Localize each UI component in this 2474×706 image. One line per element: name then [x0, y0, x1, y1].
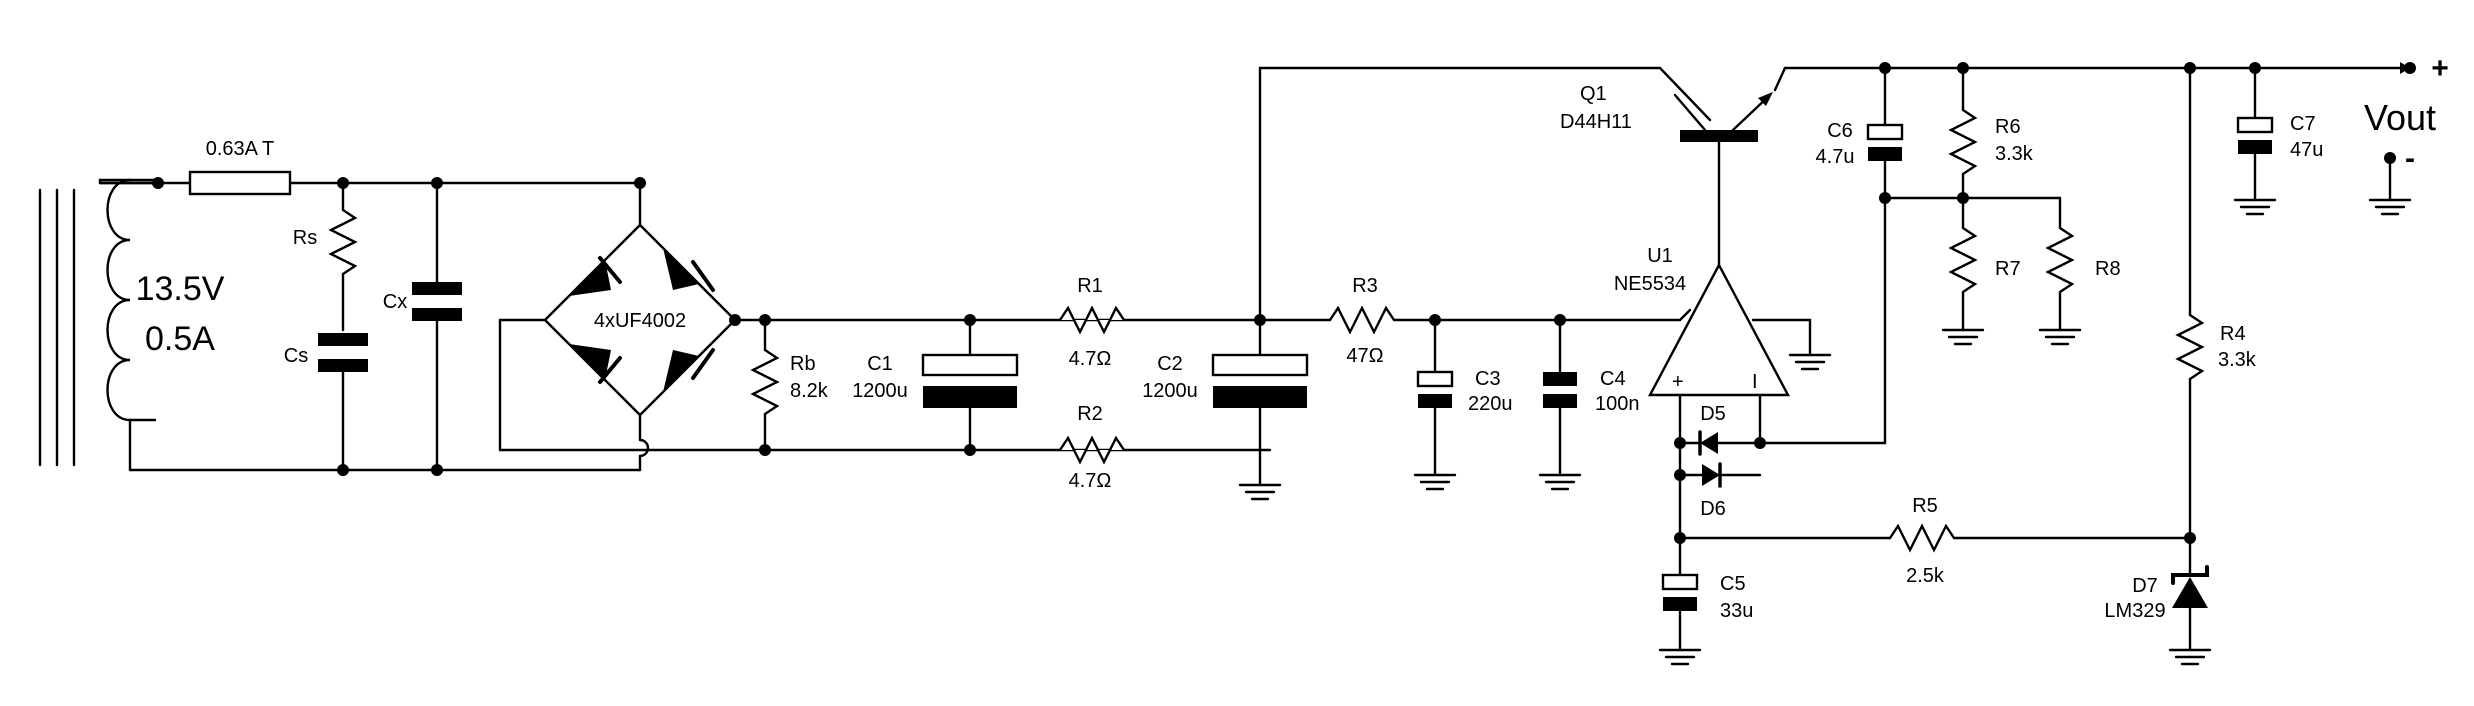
r3-name: R3 — [1352, 275, 1378, 297]
transformer-core — [38, 188, 76, 467]
output-minus: - — [2405, 142, 2415, 175]
r1-resistor — [1058, 305, 1126, 335]
c4-value: 100n — [1595, 393, 1640, 415]
r4-name: R4 — [2220, 323, 2246, 345]
c2-value: 1200u — [1142, 380, 1198, 402]
c3-value: 220u — [1468, 393, 1513, 415]
r1-name: R1 — [1077, 275, 1103, 297]
r8-name: R8 — [2095, 258, 2121, 280]
c2-capacitor — [1211, 314, 1309, 487]
rs-resistor — [328, 177, 358, 332]
rs-name: Rs — [293, 227, 317, 249]
bridge-label: 4xUF4002 — [594, 310, 686, 332]
c5-value: 33u — [1720, 600, 1753, 622]
q1-transistor — [1673, 66, 2412, 267]
r5-name: R5 — [1912, 495, 1938, 517]
r6-value: 3.3k — [1995, 143, 2034, 165]
c5-name: C5 — [1720, 573, 1746, 595]
r1-value: 4.7Ω — [1069, 348, 1112, 370]
c6-name: C6 — [1827, 120, 1853, 142]
fuse — [188, 170, 292, 196]
cs-name: Cs — [284, 345, 308, 367]
r5-value: 2.5k — [1906, 565, 1945, 587]
ground-symbol — [1238, 483, 1282, 501]
c5-capacitor — [1658, 532, 1702, 666]
d5-name: D5 — [1700, 403, 1726, 425]
c7-capacitor — [2233, 62, 2277, 216]
c4-capacitor — [1538, 314, 1582, 491]
bridge-rectifier — [498, 177, 1272, 472]
c2-name: C2 — [1157, 353, 1183, 375]
r6-name: R6 — [1995, 116, 2021, 138]
cs-capacitor — [318, 333, 368, 476]
r2-value: 4.7Ω — [1069, 470, 1112, 492]
cx-capacitor — [412, 177, 462, 476]
cx-name: Cx — [383, 291, 407, 313]
transformer-current: 0.5A — [145, 320, 215, 358]
c1-capacitor — [921, 314, 1019, 456]
fuse-label: 0.63A T — [206, 138, 275, 160]
c3-capacitor — [1413, 314, 1457, 491]
r6-resistor — [1883, 62, 2062, 204]
collector-wire — [1258, 66, 1712, 322]
c6-capacitor — [1866, 62, 1904, 204]
r3-resistor — [1328, 305, 1396, 335]
r7-name: R7 — [1995, 258, 2021, 280]
r7-resistor — [1941, 196, 1985, 346]
r3-value: 47Ω — [1346, 345, 1383, 367]
rb-value: 8.2k — [790, 380, 829, 402]
d6-name: D6 — [1700, 498, 1726, 520]
feedback-wire — [1758, 196, 1887, 445]
output-plus: + — [2431, 52, 2449, 85]
r8-resistor — [2038, 196, 2082, 346]
rb-resistor — [750, 314, 780, 456]
output-label: Vout — [2364, 97, 2436, 138]
c4-name: C4 — [1600, 368, 1626, 390]
c7-name: C7 — [2290, 113, 2316, 135]
output-terminals — [2368, 62, 2416, 216]
d7-part: LM329 — [2104, 600, 2165, 622]
c7-value: 47u — [2290, 139, 2323, 161]
q1-part: D44H11 — [1560, 111, 1632, 133]
c1-value: 1200u — [852, 380, 908, 402]
u1-opamp — [1648, 262, 1832, 540]
u1-name: U1 — [1647, 245, 1673, 267]
c1-name: C1 — [867, 353, 893, 375]
c6-value: 4.7u — [1816, 146, 1855, 168]
u1-plus-label: + — [1672, 371, 1684, 393]
c3-name: C3 — [1475, 368, 1501, 390]
transformer-secondary-winding — [106, 178, 157, 422]
d7-reference-diode — [2168, 536, 2212, 666]
d7-name: D7 — [2132, 575, 2158, 597]
q1-name: Q1 — [1580, 83, 1607, 105]
r4-value: 3.3k — [2218, 349, 2257, 371]
r2-name: R2 — [1077, 403, 1103, 425]
r2-resistor — [1058, 435, 1126, 465]
transformer-voltage: 13.5V — [136, 270, 225, 308]
r4-resistor — [2175, 62, 2205, 540]
d6-diode — [1674, 437, 1766, 488]
rb-name: Rb — [790, 353, 816, 375]
u1-minus-label: I — [1752, 371, 1758, 393]
u1-part: NE5534 — [1614, 273, 1686, 295]
d5-diode — [1674, 430, 1762, 456]
r5-resistor — [1678, 523, 2196, 553]
